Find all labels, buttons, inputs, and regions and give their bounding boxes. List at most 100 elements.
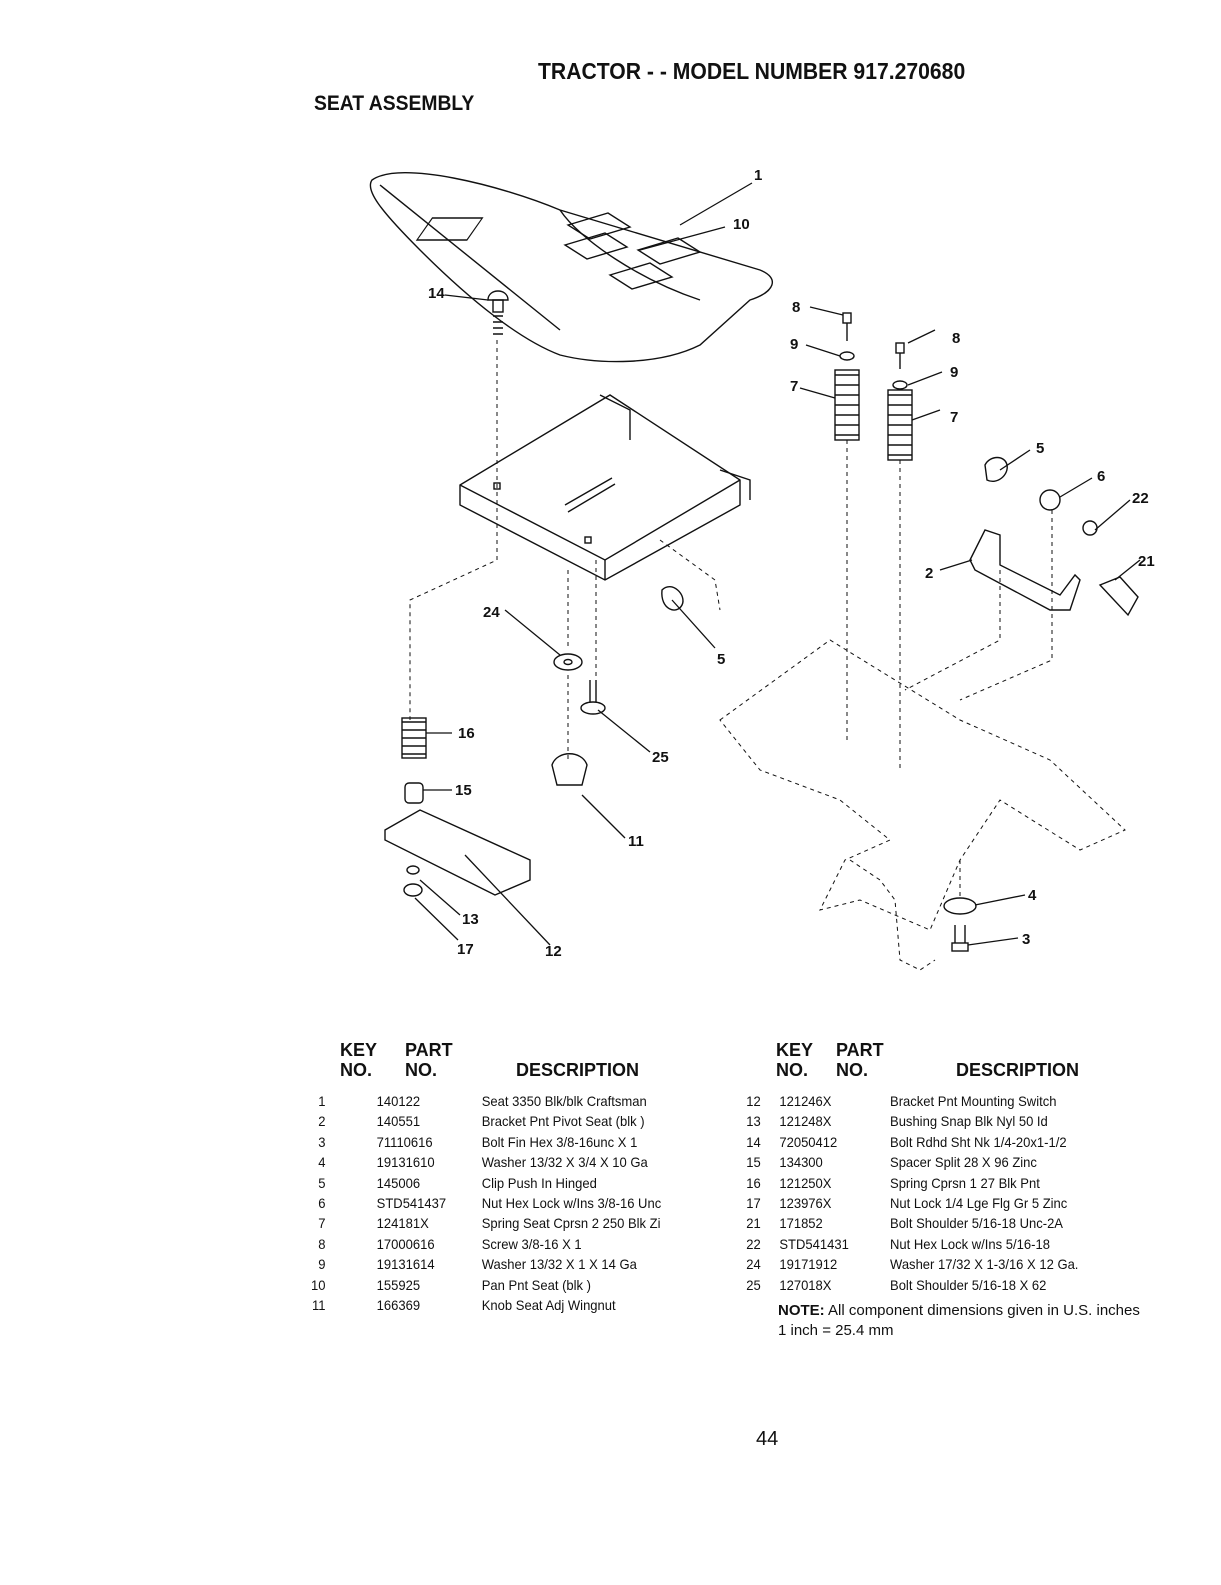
callout-11: 11 <box>628 833 644 850</box>
callout-8b: 8 <box>952 330 960 347</box>
col-part-header: PART <box>836 1040 884 1060</box>
part-no: 140551 <box>376 1113 421 1130</box>
clip-5-drawing <box>984 456 1008 482</box>
key-no: 7 <box>318 1215 326 1232</box>
callout-2: 2 <box>925 565 933 582</box>
part-no: 123976X <box>779 1195 832 1211</box>
description: Bracket Pnt Pivot Seat (blk ) <box>481 1113 645 1130</box>
col-key-header: KEY <box>340 1040 378 1060</box>
key-no: 24 <box>746 1256 761 1273</box>
page-title: TRACTOR - - MODEL NUMBER 917.270680 <box>538 58 966 84</box>
screws-washers-drawing <box>839 312 908 390</box>
part-no: 121246X <box>779 1093 832 1109</box>
col-part-header-2: NO. <box>405 1060 438 1080</box>
col-part-header-2: NO. <box>836 1060 869 1080</box>
part-no: 71110616 <box>376 1133 433 1150</box>
callout-15: 15 <box>455 782 472 799</box>
key-no: 3 <box>318 1133 326 1150</box>
key-no: 16 <box>746 1174 761 1191</box>
description: Knob Seat Adj Wingnut <box>481 1297 616 1313</box>
page-number: 44 <box>756 1428 779 1450</box>
bracket-2-drawing <box>969 529 1081 611</box>
callout-7b: 7 <box>950 409 958 426</box>
table-row: 11 166369 Knob Seat Adj Wingnut <box>0 1297 1136 1317</box>
description: Screw 3/8-16 X 1 <box>481 1235 582 1252</box>
callout-22: 22 <box>1132 490 1149 507</box>
bolt-14-drawing <box>487 290 509 335</box>
key-no: 5 <box>318 1174 326 1191</box>
key-no: 6 <box>318 1195 326 1211</box>
part-no: STD541437 <box>376 1195 447 1211</box>
callout-21: 21 <box>1138 553 1155 570</box>
col-part-header: PART <box>405 1040 453 1060</box>
col-desc-header: DESCRIPTION <box>516 1060 640 1080</box>
key-no: 8 <box>318 1235 326 1252</box>
table-row: 1 140122 Seat 3350 Blk/blk Craftsman <box>0 1093 1136 1113</box>
washer-4-drawing <box>943 897 977 915</box>
washer-24-drawing <box>553 653 583 671</box>
part-no: 17000616 <box>376 1235 435 1252</box>
table-row: 8 17000616 Screw 3/8-16 X 1 <box>0 1236 1136 1256</box>
bolt-3-drawing <box>954 925 966 943</box>
description: Bolt Fin Hex 3/8-16unc X 1 <box>481 1133 638 1150</box>
key-no: 22 <box>746 1235 761 1252</box>
part-no: 134300 <box>779 1154 823 1171</box>
description: Bolt Rdhd Sht Nk 1/4-20x1-1/2 <box>890 1133 1067 1150</box>
col-key-header: KEY <box>776 1040 814 1060</box>
callout-8: 8 <box>792 299 800 316</box>
callout-5: 5 <box>1036 440 1044 457</box>
part-no: 155925 <box>376 1276 421 1293</box>
callout-6: 6 <box>1097 468 1105 485</box>
spring-16-drawing <box>401 717 427 759</box>
col-desc-header: DESCRIPTION <box>956 1060 1080 1080</box>
part-no: 140122 <box>376 1093 421 1109</box>
callout-16: 16 <box>458 725 475 742</box>
callout-5b: 5 <box>717 651 725 668</box>
note-label: NOTE: <box>778 1302 825 1319</box>
part-no: 19131614 <box>376 1256 435 1273</box>
part-no: 145006 <box>376 1174 421 1191</box>
callout-12: 12 <box>545 943 562 960</box>
callout-9: 9 <box>790 336 798 353</box>
description: Clip Push In Hinged <box>481 1174 597 1191</box>
spacer-15-drawing <box>404 782 424 804</box>
part-no: 166369 <box>376 1297 421 1313</box>
clip-5-lower-drawing <box>661 586 684 611</box>
note-conversion: 1 inch = 25.4 mm <box>778 1322 894 1339</box>
note-text: All component dimensions given in U.S. i… <box>824 1302 1140 1319</box>
part-no: 19171912 <box>779 1256 838 1273</box>
bolt-25-drawing <box>589 680 597 702</box>
key-no: 1 <box>318 1093 326 1109</box>
description: Bolt Shoulder 5/16-18 X 62 <box>890 1276 1047 1293</box>
springs-7-drawing <box>834 369 913 461</box>
key-no: 17 <box>746 1195 761 1211</box>
key-no: 13 <box>746 1113 761 1130</box>
key-no: 2 <box>318 1113 326 1130</box>
description: Bushing Snap Blk Nyl 50 Id <box>890 1113 1048 1130</box>
key-no: 11 <box>311 1297 326 1313</box>
callout-10: 10 <box>733 216 750 233</box>
part-no: 171852 <box>779 1215 823 1232</box>
callout-1: 1 <box>754 167 762 184</box>
description: Nut Hex Lock w/Ins 3/8-16 Unc <box>481 1195 662 1211</box>
callout-13: 13 <box>462 911 479 928</box>
note: NOTE: All component dimensions given in … <box>778 1302 1140 1319</box>
description: Spring Seat Cprsn 2 250 Blk Zi <box>481 1215 661 1232</box>
key-no: 15 <box>746 1154 761 1171</box>
callout-7: 7 <box>790 378 798 395</box>
part-no: 121248X <box>779 1113 832 1130</box>
section-title: SEAT ASSEMBLY <box>314 92 475 115</box>
description: Seat 3350 Blk/blk Craftsman <box>481 1093 647 1109</box>
part-no: 72050412 <box>779 1133 838 1150</box>
callout-4: 4 <box>1028 887 1037 904</box>
seat-drawing <box>369 172 773 363</box>
key-no: 21 <box>746 1215 761 1232</box>
